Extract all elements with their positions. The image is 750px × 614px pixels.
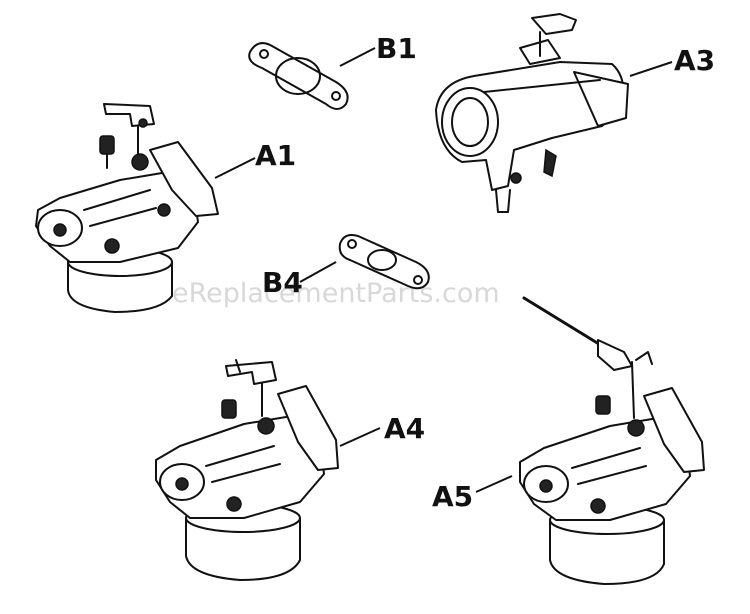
callout-b1: B1 (376, 32, 417, 65)
carburetor-a1[interactable] (35, 103, 219, 313)
carburetor-a4[interactable] (155, 359, 339, 581)
carburetor-a3[interactable] (435, 13, 629, 213)
callout-a1: A1 (255, 139, 296, 172)
gasket-b1[interactable] (248, 42, 349, 110)
callout-b4: B4 (262, 266, 303, 299)
leader-a4 (339, 427, 381, 447)
callout-a5: A5 (432, 480, 473, 513)
leader-b1 (339, 47, 376, 67)
leader-a1 (214, 157, 256, 179)
leader-b4 (299, 261, 337, 283)
gasket-b4[interactable] (338, 234, 430, 290)
leader-a3 (629, 61, 673, 77)
callout-a4: A4 (384, 412, 425, 445)
carburetor-a5[interactable] (519, 296, 705, 585)
leader-a5 (475, 475, 513, 493)
callout-a3: A3 (674, 44, 715, 77)
watermark-text: eReplacementParts.com (172, 278, 500, 309)
